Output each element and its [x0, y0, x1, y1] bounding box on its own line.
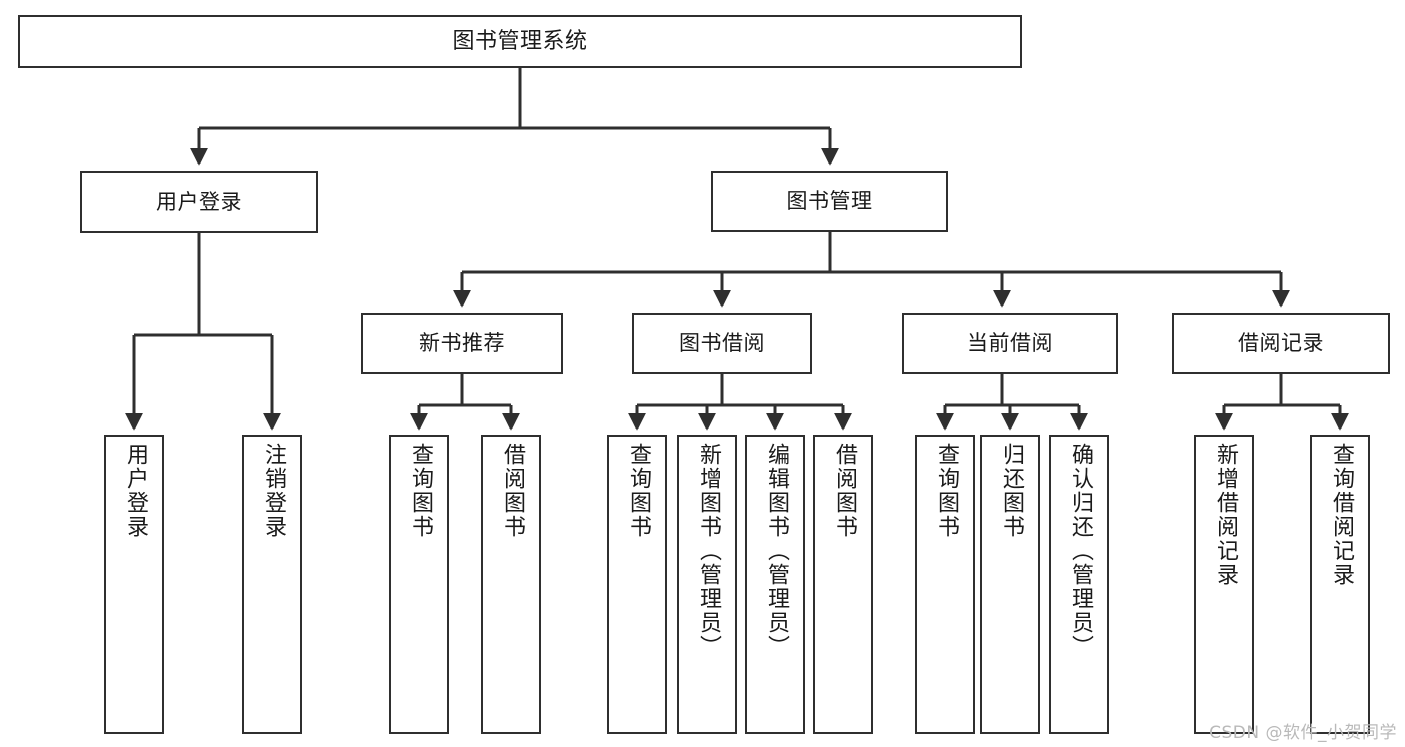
node-current-borrow-label: 当前借阅	[967, 331, 1053, 356]
node-leaf-query-book-3-label: 查询图书	[934, 443, 959, 539]
node-leaf-borrow-book-1[interactable]: 借阅图书	[481, 435, 541, 734]
node-leaf-borrow-book-2-label: 借阅图书	[832, 443, 857, 539]
node-leaf-add-book[interactable]: 新增图书（管理员）	[677, 435, 737, 734]
node-leaf-confirm-return[interactable]: 确认归还（管理员）	[1049, 435, 1109, 734]
node-user-login[interactable]: 用户登录	[80, 171, 318, 233]
node-borrow-record[interactable]: 借阅记录	[1172, 313, 1390, 374]
node-new-book-recommend[interactable]: 新书推荐	[361, 313, 563, 374]
node-leaf-logout-login[interactable]: 注销登录	[242, 435, 302, 734]
node-leaf-add-record[interactable]: 新增借阅记录	[1194, 435, 1254, 734]
node-leaf-query-book-3[interactable]: 查询图书	[915, 435, 975, 734]
node-leaf-query-book-2-label: 查询图书	[626, 443, 651, 539]
node-leaf-borrow-book-1-label: 借阅图书	[500, 443, 525, 539]
watermark: CSDN @软件_小贺同学	[1209, 723, 1397, 743]
node-root[interactable]: 图书管理系统	[18, 15, 1022, 68]
node-leaf-borrow-book-2[interactable]: 借阅图书	[813, 435, 873, 734]
node-leaf-query-book-1[interactable]: 查询图书	[389, 435, 449, 734]
node-leaf-user-login-label: 用户登录	[123, 443, 148, 539]
node-leaf-query-book-2[interactable]: 查询图书	[607, 435, 667, 734]
node-book-manage-label: 图书管理	[786, 189, 873, 214]
node-root-label: 图书管理系统	[452, 28, 588, 54]
node-leaf-query-record-label: 查询借阅记录	[1329, 443, 1354, 587]
node-leaf-confirm-return-label: 确认归还（管理员）	[1068, 443, 1093, 659]
node-book-borrow-label: 图书借阅	[679, 331, 765, 356]
node-leaf-return-book[interactable]: 归还图书	[980, 435, 1040, 734]
node-leaf-user-login[interactable]: 用户登录	[104, 435, 164, 734]
node-leaf-edit-book[interactable]: 编辑图书（管理员）	[745, 435, 805, 734]
node-book-manage[interactable]: 图书管理	[711, 171, 948, 232]
node-leaf-logout-login-label: 注销登录	[261, 443, 286, 539]
node-new-book-recommend-label: 新书推荐	[419, 331, 505, 356]
node-leaf-query-book-1-label: 查询图书	[408, 443, 433, 539]
node-current-borrow[interactable]: 当前借阅	[902, 313, 1118, 374]
node-leaf-query-record[interactable]: 查询借阅记录	[1310, 435, 1370, 734]
node-leaf-edit-book-label: 编辑图书（管理员）	[764, 443, 789, 659]
node-book-borrow[interactable]: 图书借阅	[632, 313, 812, 374]
node-borrow-record-label: 借阅记录	[1238, 331, 1324, 356]
node-leaf-add-book-label: 新增图书（管理员）	[696, 443, 721, 659]
node-leaf-add-record-label: 新增借阅记录	[1213, 443, 1238, 587]
node-leaf-return-book-label: 归还图书	[999, 443, 1024, 539]
node-user-login-label: 用户登录	[156, 189, 242, 214]
